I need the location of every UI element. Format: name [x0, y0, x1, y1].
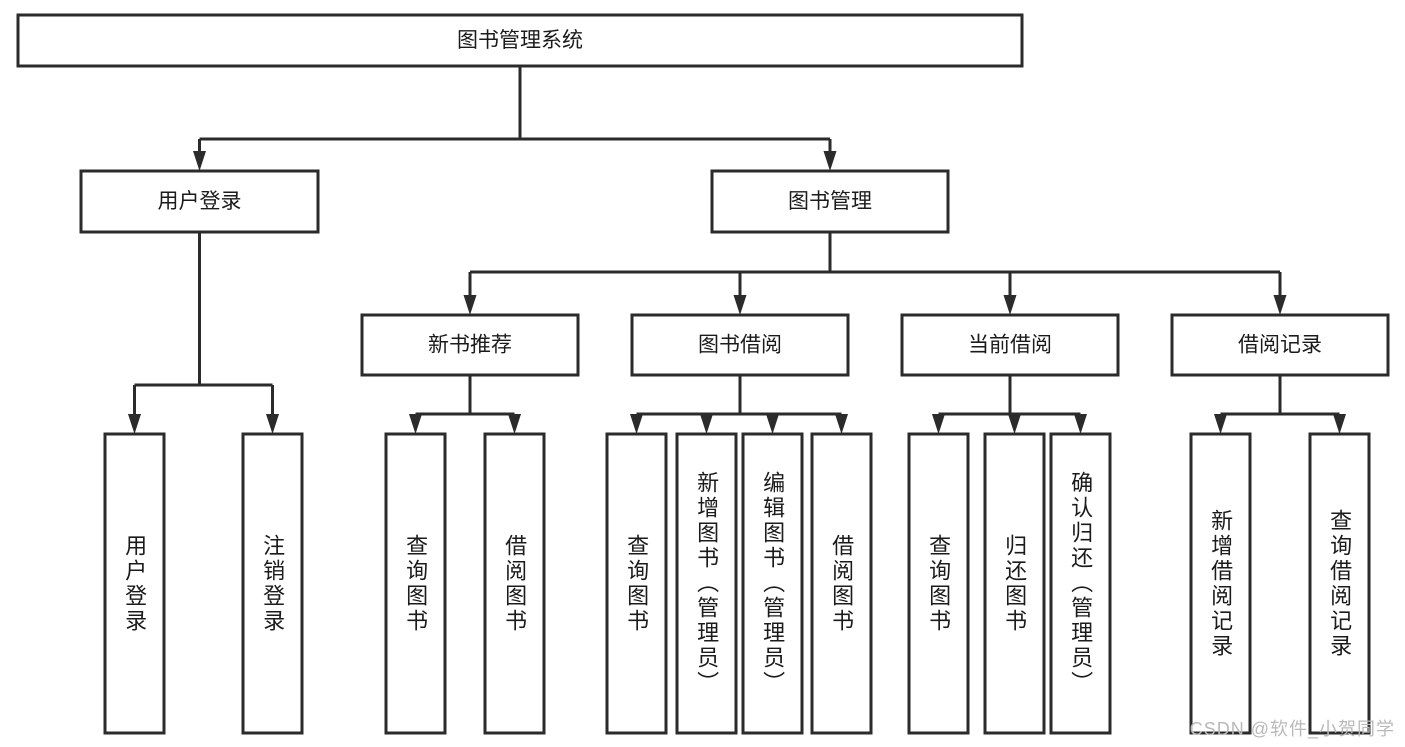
node-borrow-record[interactable]: 借阅记录: [1170, 313, 1390, 377]
node-book-management-label: 图书管理: [788, 190, 872, 213]
node-leaf-user-logout[interactable]: [241, 432, 304, 735]
node-leaf-query-record-box[interactable]: [1308, 432, 1371, 735]
node-borrow-record-label: 借阅记录: [1238, 334, 1322, 357]
node-leaf-return-book-box[interactable]: [983, 432, 1046, 735]
node-leaf-user-logout-box[interactable]: [241, 432, 304, 735]
node-current-borrow-label: 当前借阅: [968, 334, 1052, 357]
node-user-login-box[interactable]: [79, 169, 320, 234]
book-borrow-to-leaves-arrow-0: [630, 414, 643, 434]
user-login-to-leaves-arrow-1: [266, 414, 279, 434]
node-leaf-query-record[interactable]: [1308, 432, 1371, 735]
new-book-recommend-to-leaves-arrow-0: [409, 414, 422, 434]
node-leaf-add-record-box[interactable]: [1189, 432, 1252, 735]
book-borrow-to-leaves-arrow-3: [835, 414, 848, 434]
root-to-level2-arrow-0: [193, 151, 206, 171]
node-leaf-user-login-box[interactable]: [103, 432, 166, 735]
node-current-borrow[interactable]: 当前借阅: [900, 313, 1120, 377]
book-management-to-level3-arrow-1: [733, 295, 747, 315]
user-login-to-leaves-arrow-0: [128, 414, 141, 434]
book-management-to-level3-arrow-3: [1273, 295, 1287, 315]
node-leaf-query-book-3[interactable]: [907, 432, 970, 735]
node-leaf-user-login[interactable]: [103, 432, 166, 735]
node-book-management-box[interactable]: [710, 169, 950, 234]
node-new-book-recommend-box[interactable]: [360, 313, 580, 377]
node-leaf-borrow-book-1[interactable]: [483, 432, 546, 735]
node-leaf-confirm-return-box[interactable]: [1049, 432, 1112, 735]
borrow-record-to-leaves-arrow-0: [1214, 414, 1227, 434]
node-book-borrow[interactable]: 图书借阅: [630, 313, 850, 377]
node-root-system-label: 图书管理系统: [457, 29, 583, 52]
node-new-book-recommend-label: 新书推荐: [428, 334, 512, 357]
book-management-to-level3-arrow-2: [1003, 295, 1017, 315]
node-new-book-recommend[interactable]: 新书推荐: [360, 313, 580, 377]
node-leaf-add-book-box[interactable]: [675, 432, 738, 735]
node-leaf-query-book-1-box[interactable]: [384, 432, 447, 735]
node-book-borrow-label: 图书借阅: [698, 334, 782, 357]
node-user-login[interactable]: 用户登录: [79, 169, 320, 234]
node-book-management[interactable]: 图书管理: [710, 169, 950, 234]
node-leaf-add-record[interactable]: [1189, 432, 1252, 735]
node-book-borrow-box[interactable]: [630, 313, 850, 377]
node-current-borrow-box[interactable]: [900, 313, 1120, 377]
node-leaf-borrow-book-2-box[interactable]: [810, 432, 873, 735]
node-borrow-record-box[interactable]: [1170, 313, 1390, 377]
node-leaf-query-book-2[interactable]: [605, 432, 668, 735]
node-leaf-edit-book-box[interactable]: [741, 432, 804, 735]
node-user-login-label: 用户登录: [158, 190, 242, 213]
book-borrow-to-leaves-arrow-2: [766, 414, 779, 434]
root-to-level2-arrow-1: [823, 151, 837, 171]
node-leaf-query-book-2-box[interactable]: [605, 432, 668, 735]
node-root-system-box[interactable]: [16, 13, 1024, 68]
node-leaf-edit-book[interactable]: [741, 432, 804, 735]
node-leaf-query-book-3-box[interactable]: [907, 432, 970, 735]
node-leaf-return-book[interactable]: [983, 432, 1046, 735]
node-leaf-query-book-1[interactable]: [384, 432, 447, 735]
node-leaf-add-book[interactable]: [675, 432, 738, 735]
book-management-to-level3-arrow-0: [463, 295, 477, 315]
current-borrow-to-leaves-arrow-2: [1074, 414, 1087, 434]
node-leaf-confirm-return[interactable]: [1049, 432, 1112, 735]
current-borrow-to-leaves-arrow-0: [932, 414, 945, 434]
connector-layer: [128, 66, 1346, 434]
node-root-system[interactable]: 图书管理系统: [16, 13, 1024, 68]
new-book-recommend-to-leaves-arrow-1: [508, 414, 521, 434]
borrow-record-to-leaves-arrow-1: [1333, 414, 1346, 434]
book-borrow-to-leaves-arrow-1: [700, 414, 713, 434]
current-borrow-to-leaves-arrow-1: [1008, 414, 1021, 434]
node-leaf-borrow-book-1-box[interactable]: [483, 432, 546, 735]
node-leaf-borrow-book-2[interactable]: [810, 432, 873, 735]
